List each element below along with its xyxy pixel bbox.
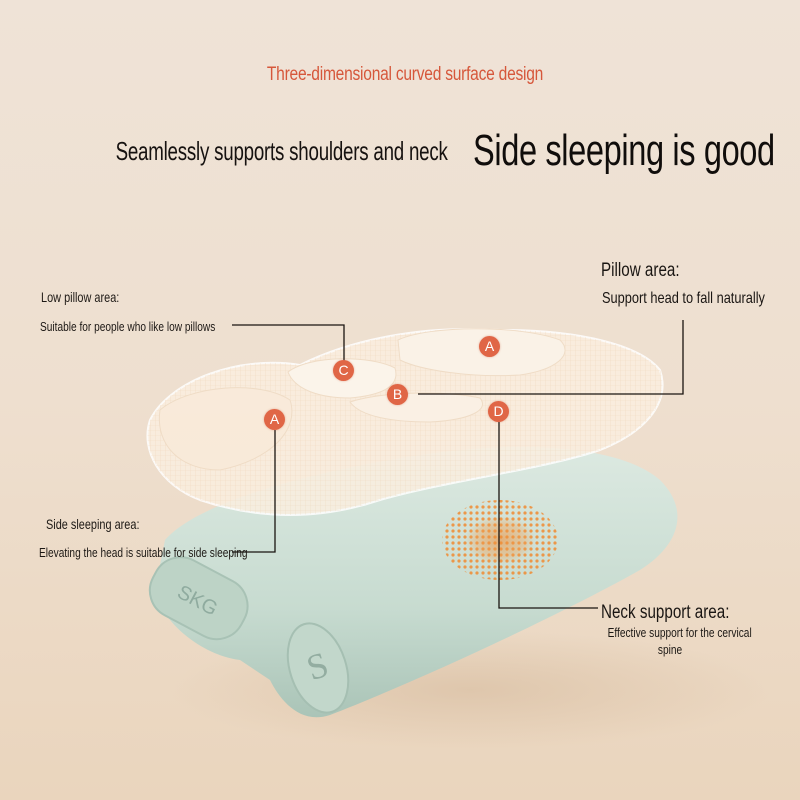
marker-c-low-pillow: C [333,360,354,381]
section-subtitle: Three-dimensional curved surface design [266,64,544,85]
marker-d-neck: D [488,401,509,422]
side-sleeping-title: Side sleeping area: [46,516,140,532]
low-pillow-desc: Suitable for people who like low pillows [40,319,216,334]
neck-support-desc-line2: spine [657,642,683,657]
marker-a-side: A [264,409,285,430]
pillow-area-desc: Support head to fall naturally [602,290,765,307]
marker-b-pillow: B [387,384,408,405]
marker-a-pillow: A [479,336,500,357]
headline-right: Side sleeping is good [473,126,775,175]
side-sleeping-desc: Elevating the head is suitable for side … [39,545,248,560]
sk-end-cap: SKG [148,556,249,641]
headline-left: Seamlessly supports shoulders and neck [115,136,448,166]
low-pillow-title: Low pillow area: [41,289,120,305]
neck-support-desc: Effective support for the cervical spine [590,625,752,657]
neck-support-desc-line1: Effective support for the cervical [607,625,752,640]
pillow-area-title: Pillow area: [601,260,680,281]
neck-support-title: Neck support area: [601,602,730,623]
s-end-cap [286,622,350,714]
leader-lines [232,320,684,609]
